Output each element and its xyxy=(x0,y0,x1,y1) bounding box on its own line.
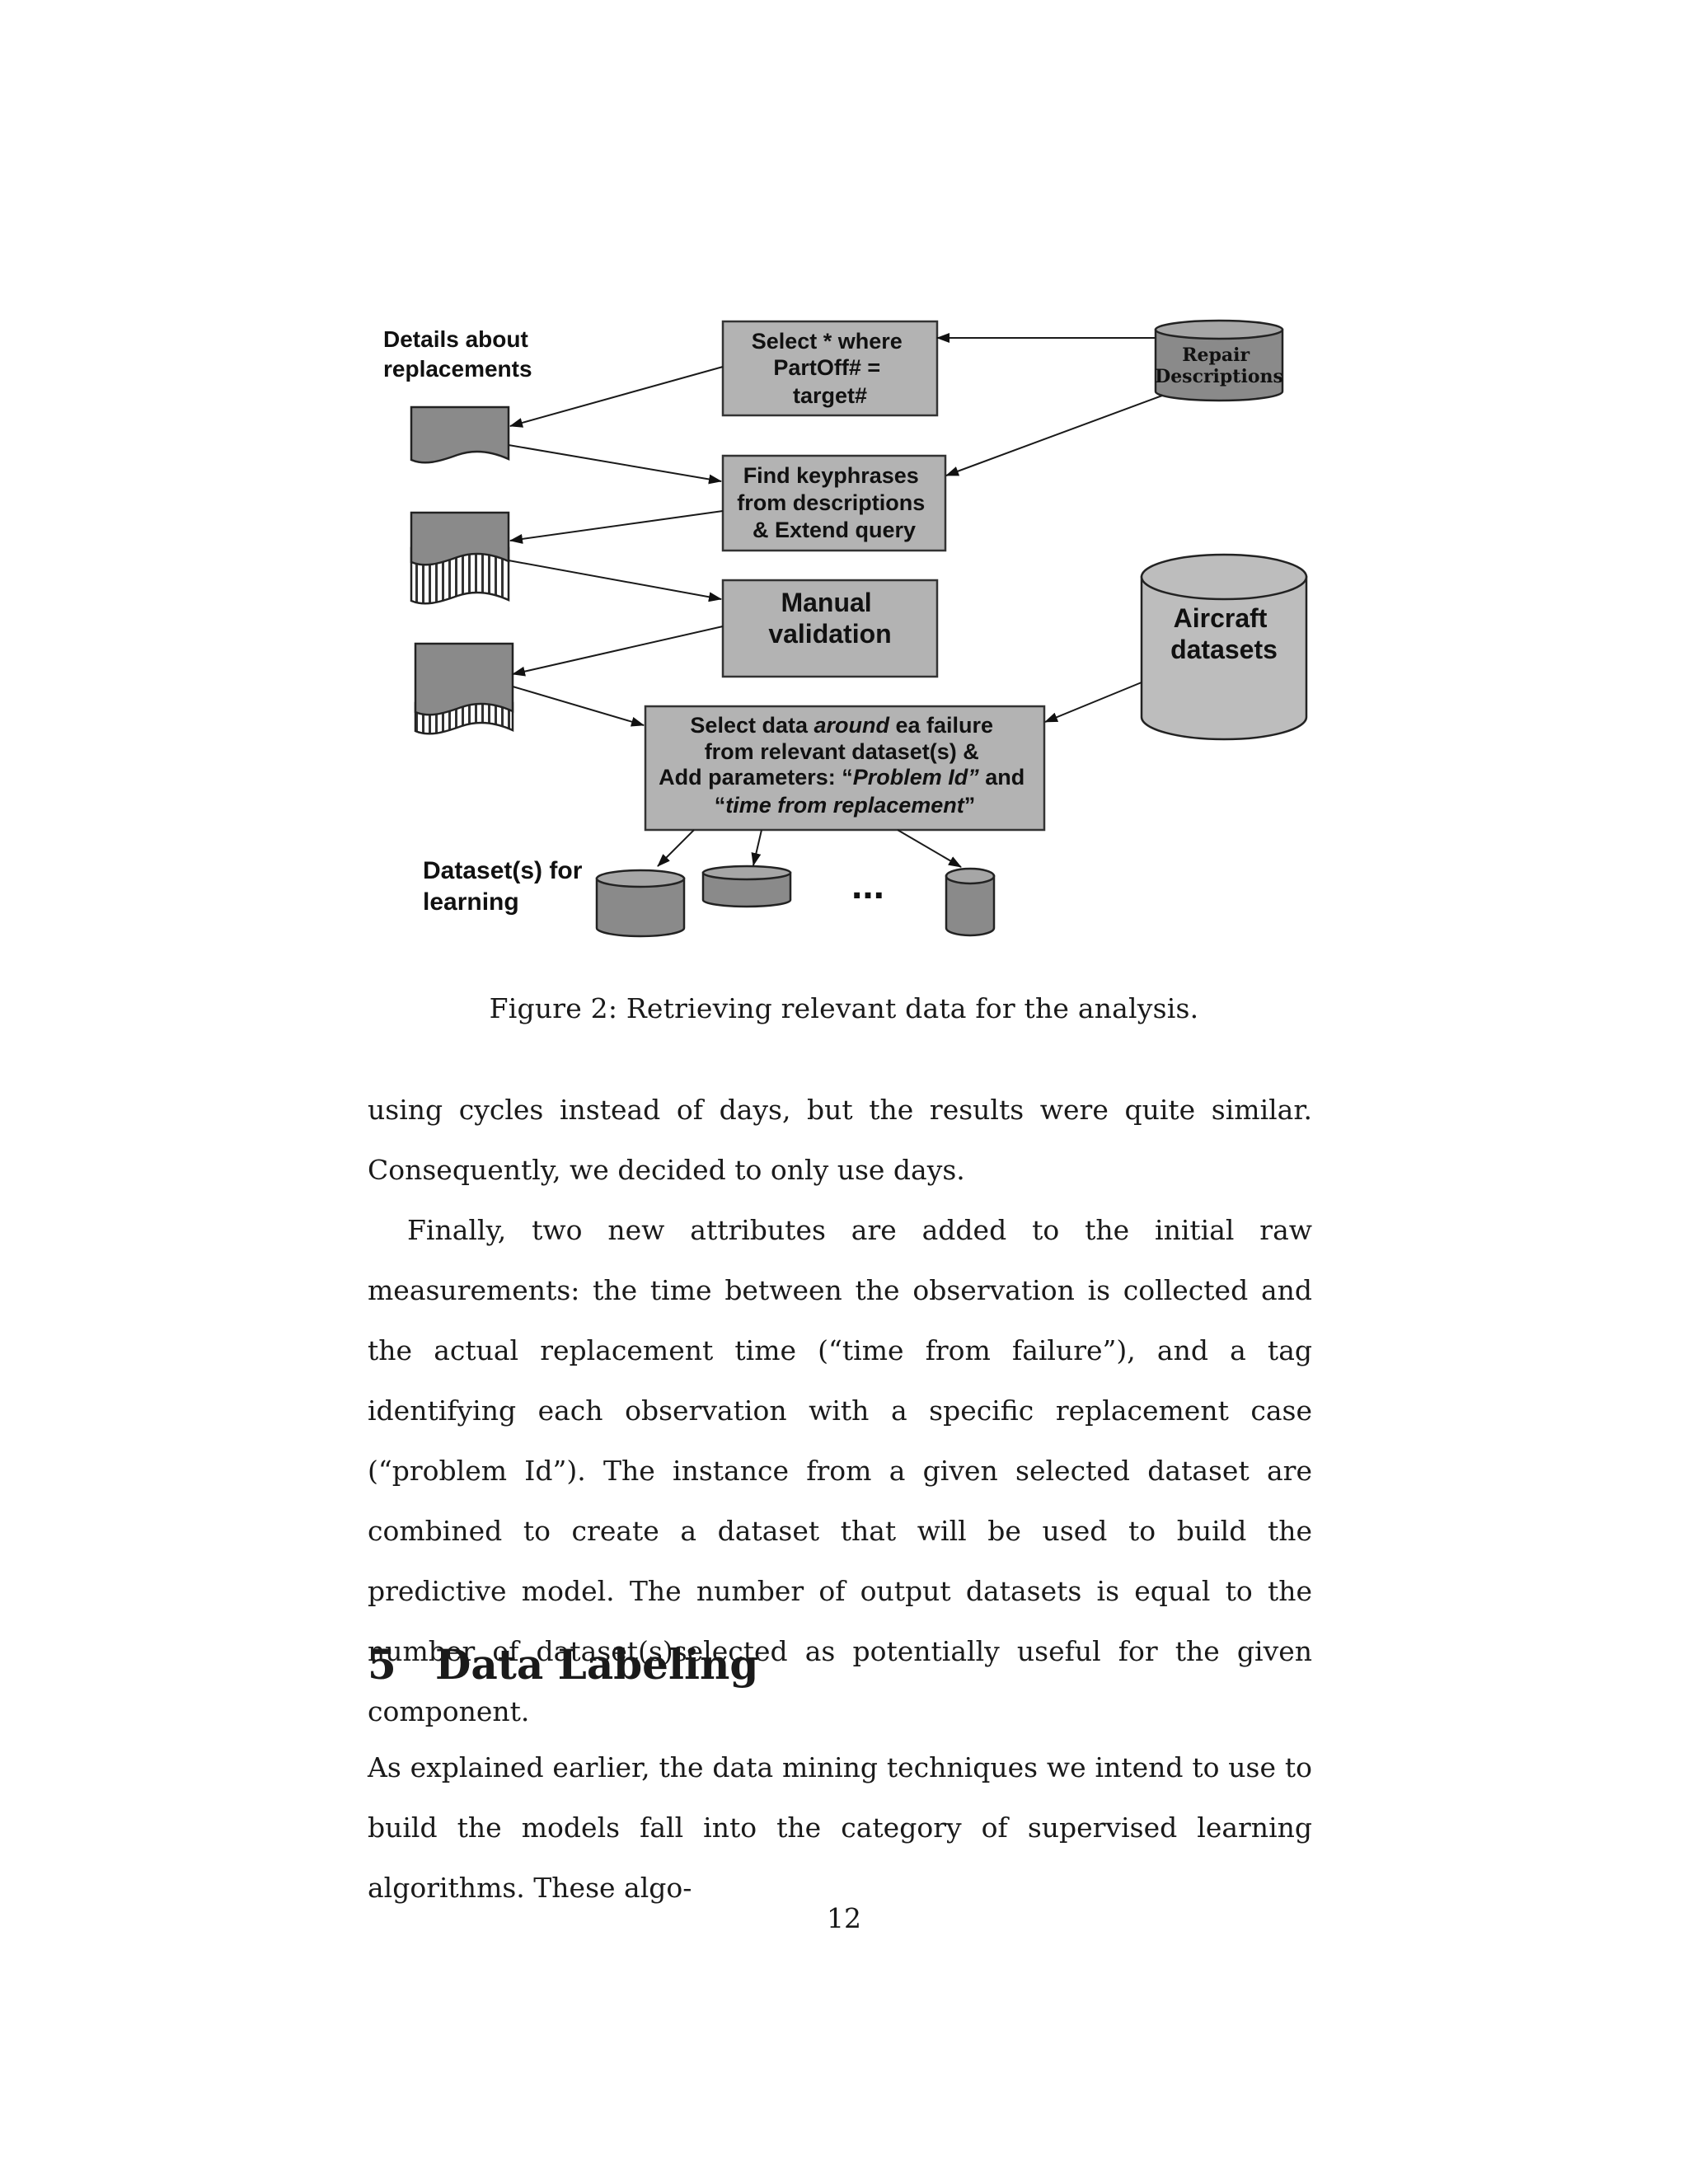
body-paragraph-1: using cycles instead of days, but the re… xyxy=(368,1094,1312,1186)
arrow-to-output-3 xyxy=(897,829,962,868)
repair-descriptions-cylinder xyxy=(1154,319,1284,402)
body-paragraph-3: As explained earlier, the data mining te… xyxy=(368,1751,1312,1904)
select-where-text: Select * where PartOff# = target# xyxy=(752,329,909,408)
arrow-to-output-2 xyxy=(751,829,762,866)
manual-validation-text: Manual validation xyxy=(768,588,891,649)
output-dataset-cylinder-1 xyxy=(595,869,686,938)
ellipsis: ... xyxy=(851,864,884,907)
section-heading: 5 Data Labeling xyxy=(368,1640,758,1689)
select-where-box xyxy=(721,320,939,417)
arrow-doc1-to-find xyxy=(508,444,722,485)
repair-descriptions-text: Repair Descriptions xyxy=(1155,344,1283,387)
arrow-to-output-1 xyxy=(657,829,695,867)
document-icon-1 xyxy=(410,405,510,464)
section-number: 5 xyxy=(368,1640,396,1689)
section-title: Data Labeling xyxy=(435,1640,759,1689)
arrow-select-to-doc1 xyxy=(509,366,724,428)
page-number: 12 xyxy=(827,1902,861,1934)
figure-2-diagram: Details about replacements Select * wher… xyxy=(383,319,1308,938)
arrow-find-to-doc2 xyxy=(509,510,724,544)
arrow-repair-to-find xyxy=(945,395,1163,476)
output-dataset-cylinder-2 xyxy=(701,865,792,908)
select-data-text: Select data around ea failure from relev… xyxy=(659,713,1031,818)
datasets-for-learning-label: Dataset(s) for learning xyxy=(423,857,589,916)
body-paragraph-2: Finally, two new attributes are added to… xyxy=(368,1214,1312,1727)
aircraft-datasets-text: Aircraft datasets xyxy=(1170,603,1278,664)
find-keyphrases-text: Find keyphrases from descriptions & Exte… xyxy=(737,463,931,542)
arrow-manual-to-doc3 xyxy=(512,626,724,677)
document-icon-2 xyxy=(410,511,510,605)
document-icon-3 xyxy=(414,642,514,735)
aircraft-datasets-cylinder xyxy=(1140,553,1308,741)
find-keyphrases-box xyxy=(721,454,947,552)
select-data-box xyxy=(644,705,1046,832)
figure-caption: Figure 2: Retrieving relevant data for t… xyxy=(489,992,1199,1024)
flow-arrows xyxy=(508,333,1163,868)
details-about-replacements-label: Details about replacements xyxy=(383,326,535,382)
arrow-doc2-to-manual xyxy=(508,560,722,602)
arrow-aircraft-to-selectdata xyxy=(1044,682,1142,723)
output-dataset-cylinder-3 xyxy=(945,867,996,937)
manual-validation-box xyxy=(721,579,939,678)
arrow-doc3-to-selectdata xyxy=(512,686,645,727)
